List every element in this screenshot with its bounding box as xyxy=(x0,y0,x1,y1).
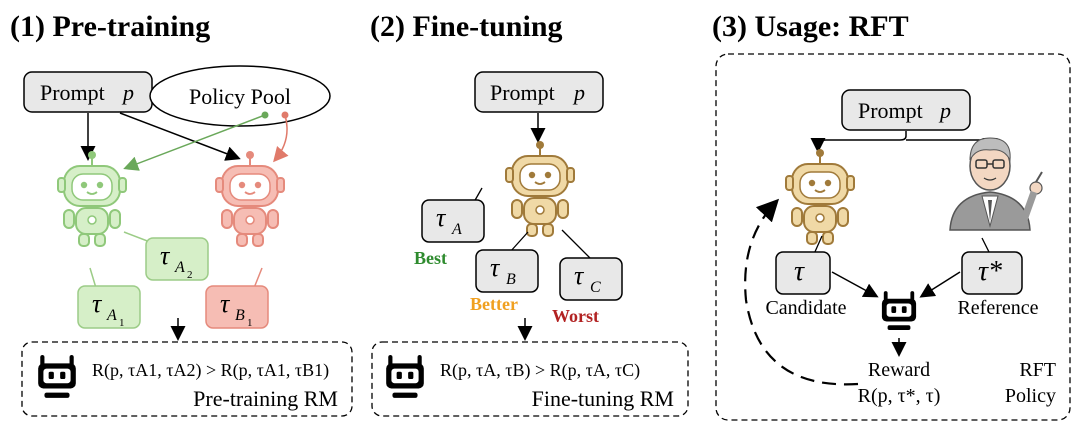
pretrain-prompt-box: Prompt p xyxy=(23,71,153,113)
arrow-candidate-to-rm xyxy=(831,271,879,298)
policy-pool-label: Policy Pool xyxy=(189,84,291,109)
rft-label-line1: RFT xyxy=(1019,359,1056,381)
tau-a1-symbol: τ xyxy=(92,289,103,318)
bubble-tau-a1: τ A 1 xyxy=(77,267,141,329)
bubble-tau-b: τ B Better xyxy=(470,231,539,314)
panel-title-finetuning: (2) Fine-tuning xyxy=(370,10,563,43)
finetune-prompt-label: Prompt xyxy=(490,80,555,105)
bubble-tau-candidate: τ xyxy=(775,235,831,295)
tau-reference-symbol: τ* xyxy=(978,256,1002,287)
tau-a-sub: A xyxy=(451,221,462,238)
teacher-icon xyxy=(949,137,1043,231)
pretrain-rm-label: Pre-training RM xyxy=(193,386,338,411)
arrow-prompt-to-red xyxy=(119,112,241,161)
pretrain-rm-formula: R(p, τA1, τA2) > R(p, τA1, τB1) xyxy=(92,360,329,381)
finetune-rm-formula: R(p, τA, τB) > R(p, τA, τC) xyxy=(440,360,640,381)
tau-b-symbol: τ xyxy=(490,253,501,282)
pretrain-prompt-var: p xyxy=(121,80,134,105)
tau-c-sub: C xyxy=(590,279,601,296)
usage-rm-bot-icon xyxy=(880,291,918,333)
tau-a2-symbol: τ xyxy=(160,241,171,270)
reward-model-bot-icon xyxy=(38,357,76,398)
bubble-tau-c: τ C Worst xyxy=(552,229,623,326)
bubble-tau-a2: τ A 2 xyxy=(123,231,209,281)
rft-label-line2: Policy xyxy=(1005,385,1056,407)
arrow-prompt-to-candidate xyxy=(810,131,907,153)
label-best: Best xyxy=(414,248,447,268)
tau-candidate-symbol: τ xyxy=(794,256,805,287)
tau-a1-sub: A xyxy=(106,307,117,324)
finetune-prompt-var: p xyxy=(572,80,585,105)
tau-a2-subsub: 2 xyxy=(187,269,193,281)
pretrain-rm-box: R(p, τA1, τA2) > R(p, τA1, τB1) Pre-trai… xyxy=(21,341,353,417)
reward-label: Reward xyxy=(868,359,930,381)
tau-b-sub: B xyxy=(506,271,516,288)
bubble-tau-a: τ A Best xyxy=(414,187,485,268)
robot-yellow-icon xyxy=(505,140,575,237)
label-better: Better xyxy=(470,294,518,314)
usage-prompt-var: p xyxy=(938,98,951,123)
bubble-tau-reference: τ* xyxy=(961,237,1023,295)
tau-b1-subsub: 1 xyxy=(247,317,253,329)
tau-a-symbol: τ xyxy=(436,203,447,232)
robot-green-icon xyxy=(57,150,127,247)
pretrain-prompt-label: Prompt xyxy=(40,80,105,105)
finetune-rm-box: R(p, τA, τB) > R(p, τA, τC) Fine-tuning … xyxy=(371,341,689,417)
bubble-tau-b1: τ B 1 xyxy=(205,267,269,329)
tau-a2-sub: A xyxy=(174,259,185,276)
reference-label: Reference xyxy=(957,297,1038,319)
finetune-rm-label: Fine-tuning RM xyxy=(532,386,674,411)
panel-title-usage: (3) Usage: RFT xyxy=(712,10,909,43)
finetune-prompt-box: Prompt p xyxy=(474,71,604,113)
panel-title-pretraining: (1) Pre-training xyxy=(10,10,211,43)
policy-pool-ellipse: Policy Pool xyxy=(149,65,331,127)
tau-a1-subsub: 1 xyxy=(119,317,125,329)
candidate-label: Candidate xyxy=(765,297,846,319)
robot-red-icon xyxy=(215,150,285,247)
usage-prompt-box: Prompt p xyxy=(841,89,971,131)
arrow-reference-to-rm xyxy=(919,271,961,298)
tau-b1-sub: B xyxy=(235,307,245,324)
arrow-pool-to-red xyxy=(273,114,289,163)
usage-prompt-label: Prompt xyxy=(858,98,923,123)
reward-formula: R(p, τ*, τ) xyxy=(858,385,941,407)
usage-dashed-frame xyxy=(715,53,1071,421)
tau-b1-symbol: τ xyxy=(220,289,231,318)
candidate-robot-icon xyxy=(785,148,855,245)
label-worst: Worst xyxy=(552,306,599,326)
arrow-pool-to-green xyxy=(123,114,266,171)
feedback-dashed-arrow xyxy=(744,198,859,386)
tau-c-symbol: τ xyxy=(574,261,585,290)
